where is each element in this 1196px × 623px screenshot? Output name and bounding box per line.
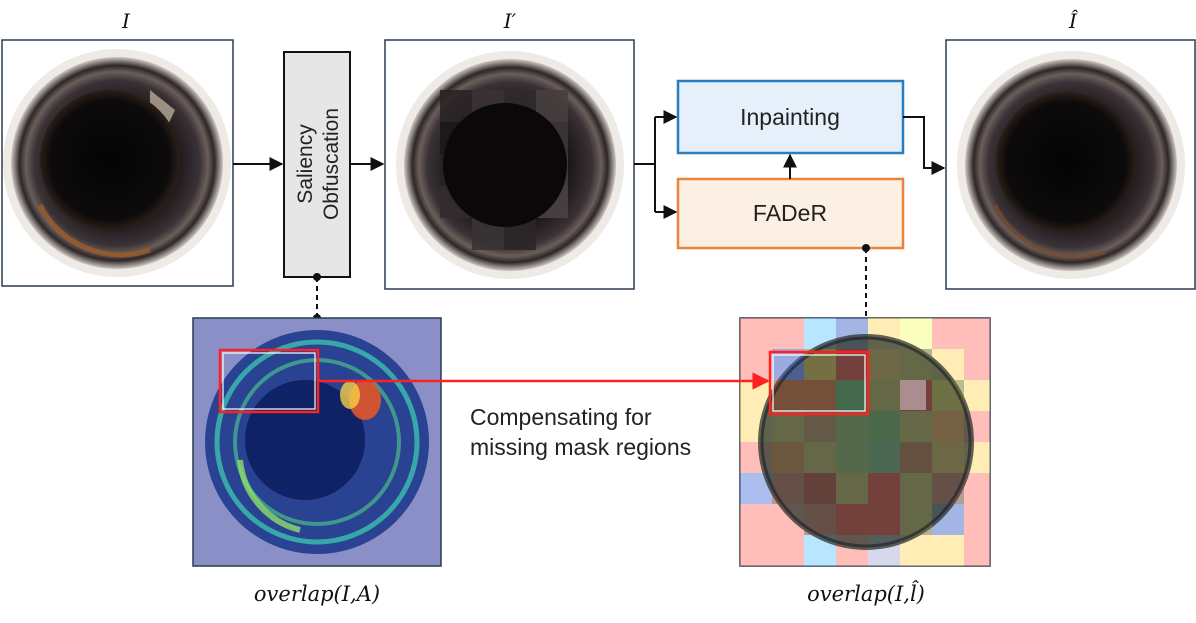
obfuscated-image-label: I′ [503, 9, 517, 33]
input-image-label: I [121, 9, 131, 33]
fader-block: FADeR [676, 177, 905, 250]
input-image [1, 39, 234, 287]
annotation-line2: missing mask regions [470, 434, 691, 460]
fader-label: FADeR [753, 200, 827, 226]
saliency-label-line2: Obfuscation [320, 108, 343, 220]
inpainting-block: Inpainting [676, 79, 905, 155]
flow-arrows [233, 110, 946, 219]
reconstructed-image-label: Î [1068, 9, 1079, 33]
overlap-fader-caption: overlap(I,l̂) [807, 581, 925, 606]
overlap-saliency-caption: overlap(I,A) [254, 582, 380, 606]
annotation-line1: Compensating for [470, 404, 652, 430]
saliency-label-line1: Saliency [294, 124, 317, 204]
inpainting-label: Inpainting [740, 104, 840, 130]
fader-overlap-image [739, 317, 991, 567]
reconstructed-image [945, 39, 1196, 290]
saliency-overlap-image [192, 317, 442, 567]
saliency-obfuscation-block: Saliency Obfuscation [283, 51, 351, 278]
obfuscated-image [384, 39, 635, 290]
